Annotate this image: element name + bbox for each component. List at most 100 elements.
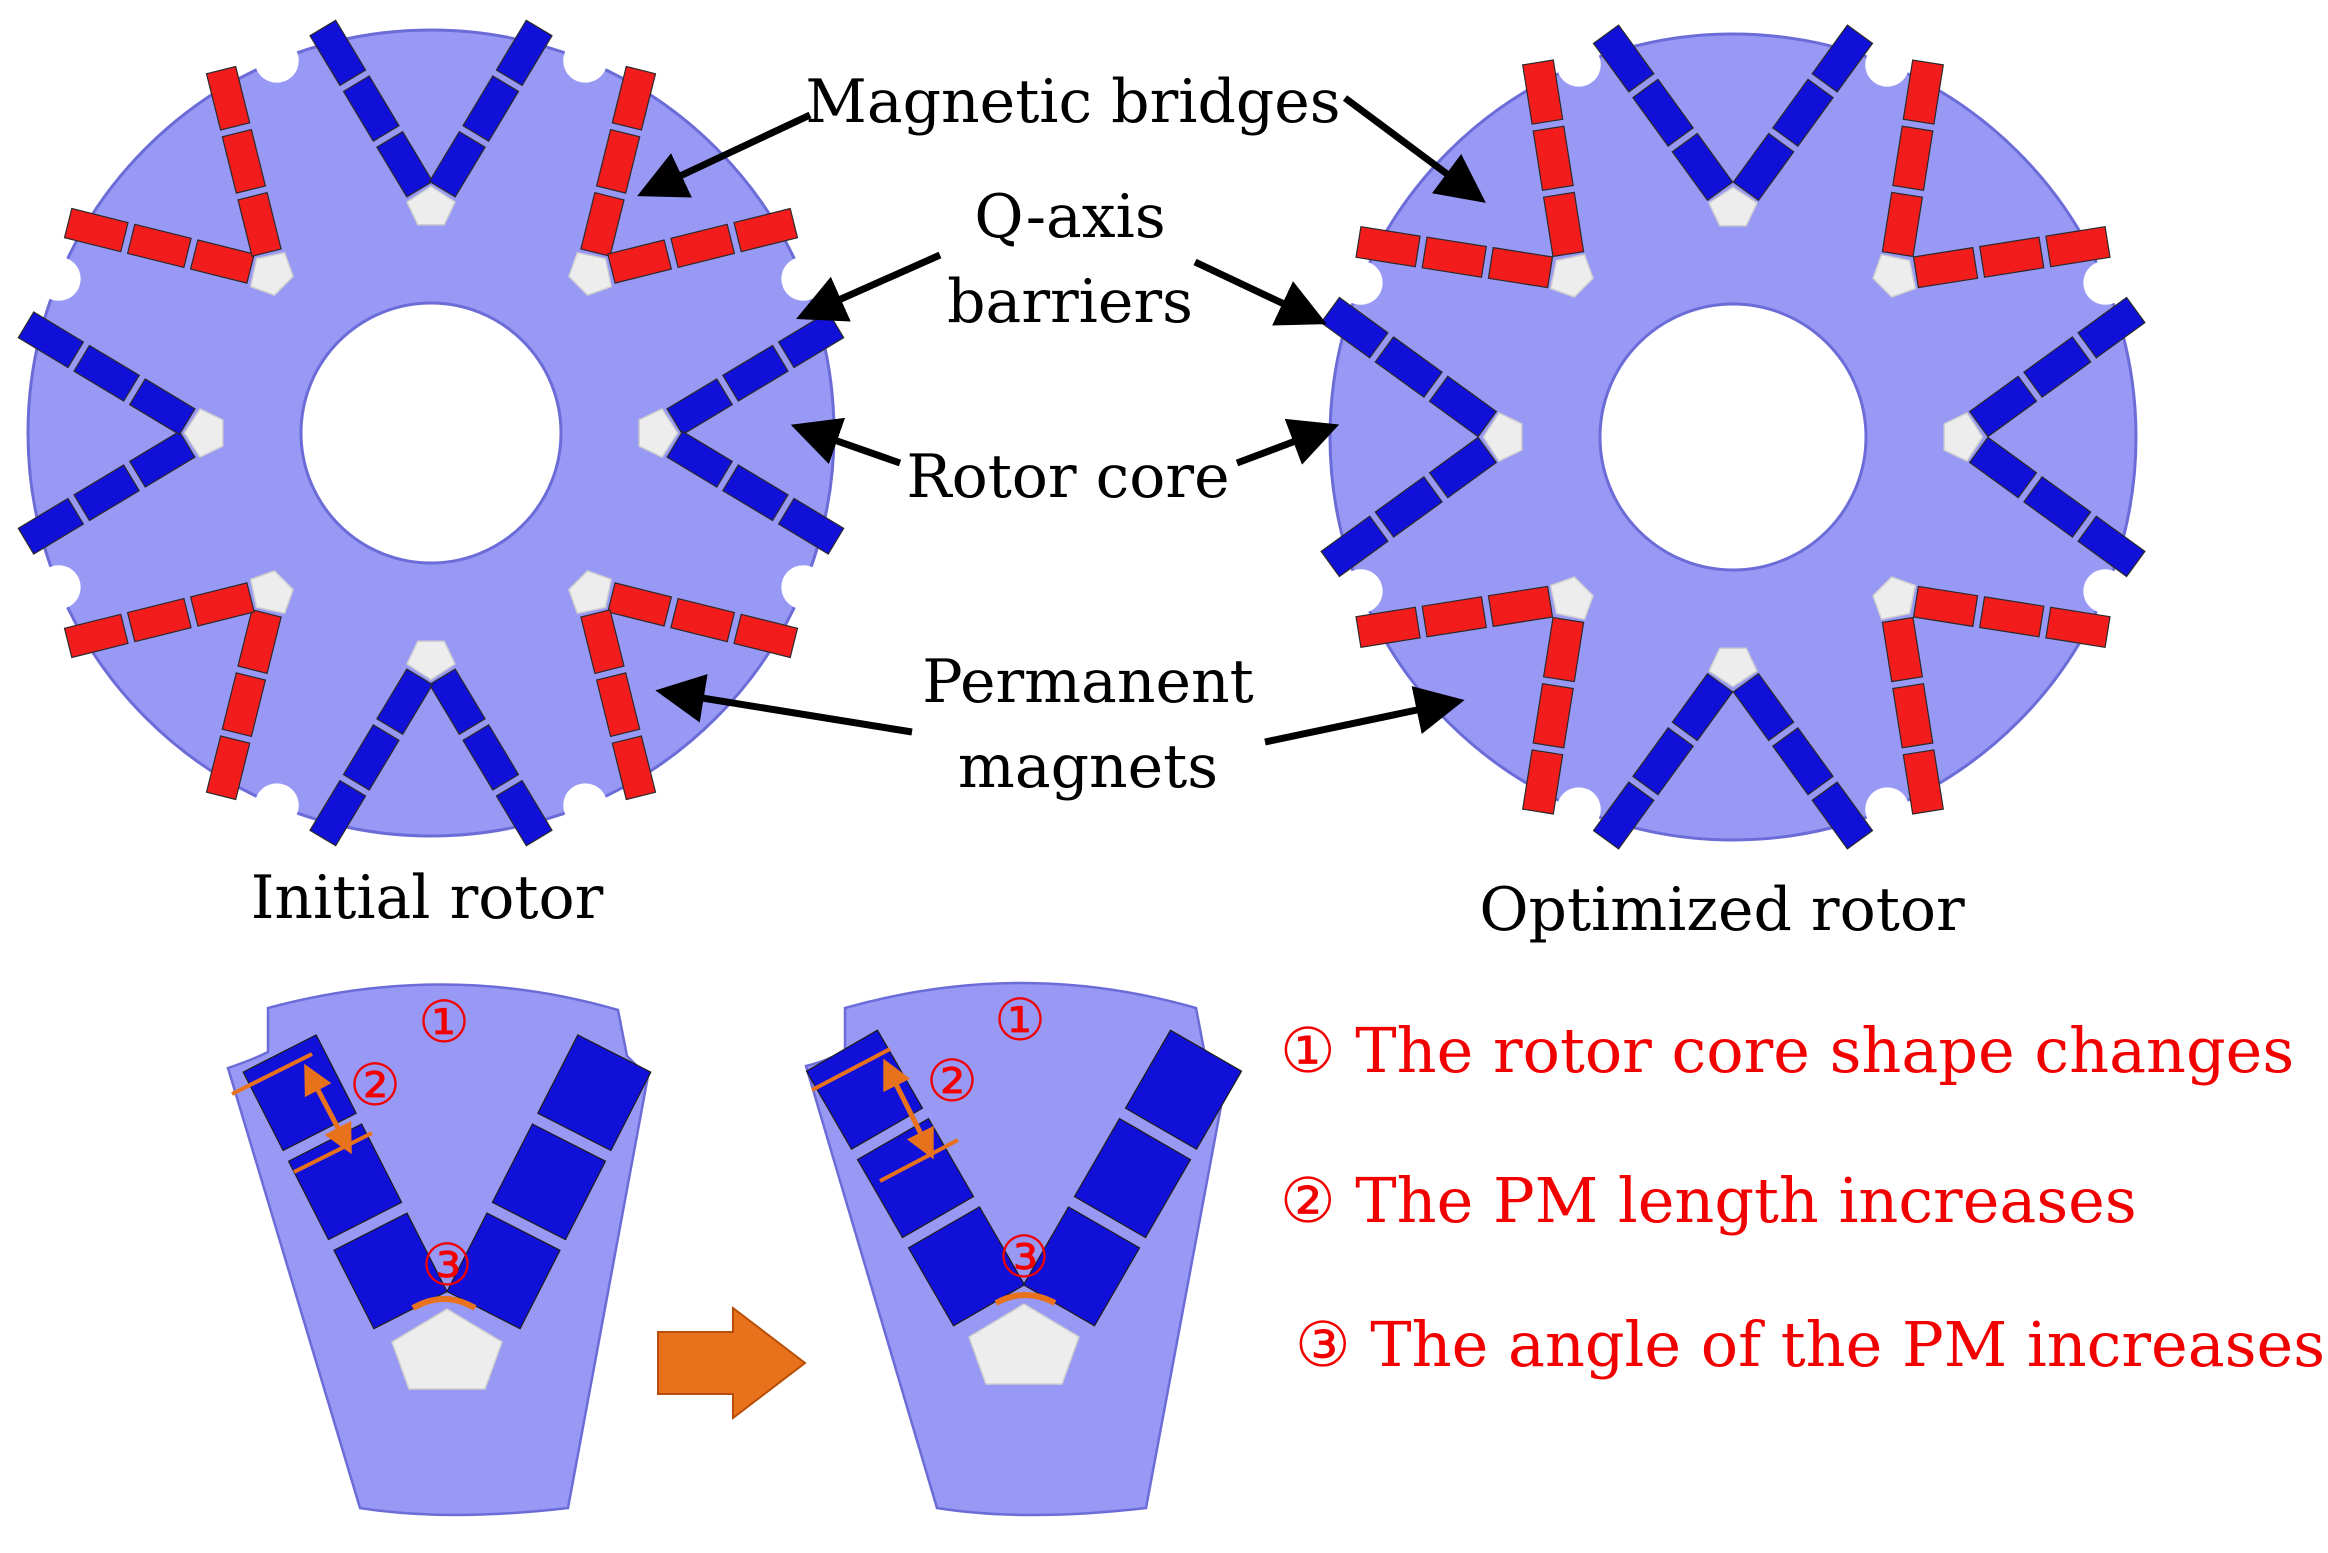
permanent-magnet — [2045, 606, 2111, 648]
note-pm-length: ② The PM length increases — [1280, 1164, 2137, 1237]
permanent-magnet — [1968, 375, 2038, 438]
arrow-rotor-core-right — [1235, 418, 1340, 467]
permanent-magnet — [1892, 125, 1934, 191]
permanent-magnet — [1881, 191, 1924, 258]
permanent-magnet — [189, 239, 255, 284]
permanent-magnet — [1979, 596, 2045, 638]
permanent-magnet — [1902, 59, 1944, 125]
permanent-magnet — [376, 668, 434, 736]
arrow-permanent-magnets-right — [1264, 686, 1465, 746]
permanent-magnet — [1421, 236, 1487, 278]
permanent-magnet — [1355, 226, 1421, 268]
permanent-magnet — [1428, 375, 1498, 438]
note-pm-angle: ③ The angle of the PM increases — [1295, 1308, 2325, 1381]
permanent-magnet — [428, 668, 486, 736]
initial-rotor — [17, 19, 845, 847]
permanent-magnet — [595, 128, 641, 194]
permanent-magnet — [1421, 596, 1487, 638]
rotor-notch — [1865, 42, 1910, 87]
permanent-magnet — [126, 223, 192, 269]
segment-q-axis-barrier — [968, 1303, 1080, 1385]
permanent-magnet — [1320, 296, 1389, 359]
permanent-magnet — [495, 779, 553, 847]
label-q-axis-line2: barriers — [947, 267, 1193, 337]
permanent-magnet — [1902, 749, 1944, 815]
permanent-magnet — [2023, 475, 2092, 538]
q-axis-barrier — [1708, 647, 1758, 688]
permanent-magnet — [73, 344, 141, 402]
optimized-marker-3: ③ — [998, 1223, 1050, 1291]
segment-permanent-magnet — [446, 1212, 561, 1330]
permanent-magnet — [580, 191, 625, 257]
rotor-notch — [2083, 260, 2128, 305]
orange-right-arrow-icon — [657, 1305, 807, 1421]
segment-permanent-magnet — [1073, 1117, 1192, 1239]
permanent-magnet — [309, 19, 367, 87]
rotor-notch — [563, 38, 608, 83]
permanent-magnet — [1811, 24, 1874, 93]
rotor-shaft-bore — [299, 301, 563, 565]
optimized-angle-arc — [994, 1292, 1057, 1306]
caption-initial-rotor: Initial rotor — [251, 863, 604, 933]
permanent-magnet — [1374, 475, 1443, 538]
permanent-magnet — [1771, 78, 1834, 147]
permanent-magnet — [309, 779, 367, 847]
permanent-magnet — [733, 207, 799, 253]
permanent-magnet — [1732, 132, 1795, 202]
permanent-magnet — [189, 582, 255, 627]
permanent-magnet — [1979, 236, 2045, 278]
permanent-magnet — [1320, 515, 1389, 578]
rotor-notch — [1556, 787, 1601, 832]
permanent-magnet — [607, 582, 673, 627]
permanent-magnet — [237, 609, 282, 675]
permanent-magnet — [128, 430, 196, 488]
permanent-magnet — [607, 239, 673, 284]
q-axis-barrier — [1549, 253, 1594, 298]
rotor-notch — [36, 565, 81, 610]
rotor-notch — [1338, 569, 1383, 614]
segment-permanent-magnet — [907, 1206, 1026, 1327]
q-axis-barrier — [183, 408, 224, 458]
permanent-magnet — [1374, 336, 1443, 399]
permanent-magnet — [721, 464, 789, 522]
rotor-notch — [1338, 260, 1383, 305]
permanent-magnet — [666, 378, 734, 436]
arrow-magnetic-bridges-right — [1342, 95, 1486, 203]
permanent-magnet — [733, 613, 799, 659]
optimized-rotor — [1320, 24, 2146, 850]
rotor-notch — [2083, 569, 2128, 614]
permanent-magnet — [1881, 616, 1924, 683]
permanent-magnet — [1732, 672, 1795, 742]
permanent-magnet — [1632, 78, 1695, 147]
permanent-magnet — [428, 130, 486, 198]
note-core-shape: ① The rotor core shape changes — [1280, 1014, 2294, 1087]
optimized-length-dimension — [811, 1047, 959, 1183]
label-magnetic-bridges: Magnetic bridges — [805, 67, 1340, 137]
permanent-magnet — [1771, 727, 1834, 796]
segment-permanent-magnet — [1022, 1206, 1141, 1327]
permanent-magnet — [595, 672, 641, 738]
arrow-q-axis-right — [1193, 258, 1327, 326]
caption-optimized-rotor: Optimized rotor — [1479, 875, 1965, 945]
optimized-length-dim-arrow — [883, 1058, 934, 1160]
permanent-magnet — [73, 464, 141, 522]
permanent-magnet — [777, 497, 845, 555]
permanent-magnet — [17, 311, 85, 369]
initial-angle-arc — [411, 1296, 477, 1311]
permanent-magnet — [1912, 585, 1979, 628]
permanent-magnet — [721, 344, 789, 402]
permanent-magnet — [342, 723, 400, 791]
permanent-magnet — [205, 65, 251, 131]
permanent-magnet — [1487, 585, 1554, 628]
label-permanent-line2: magnets — [958, 732, 1218, 802]
arrow-magnetic-bridges-left — [637, 111, 812, 198]
initial-length-dim-arrow — [304, 1063, 352, 1155]
q-axis-barrier — [1872, 253, 1917, 298]
permanent-magnet — [2045, 226, 2111, 268]
permanent-magnet — [221, 672, 267, 738]
permanent-magnet — [237, 191, 282, 257]
permanent-magnet — [1671, 132, 1734, 202]
segment-permanent-magnet — [491, 1123, 607, 1241]
initial-marker-2: ② — [349, 1051, 401, 1119]
permanent-magnet — [580, 609, 625, 675]
